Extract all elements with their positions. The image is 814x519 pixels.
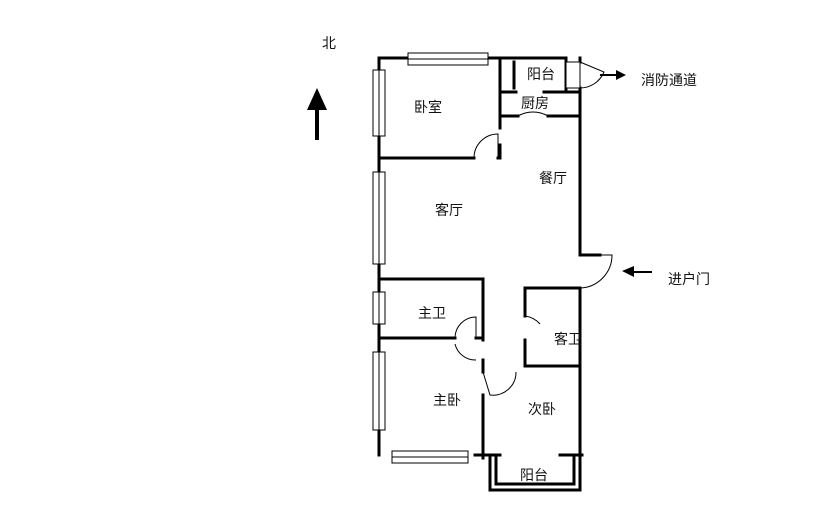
entrance-label: 进户门 — [668, 272, 710, 288]
room-label-kitchen: 厨房 — [521, 96, 549, 112]
room-label-master-bath: 主卫 — [418, 306, 446, 322]
windows — [372, 52, 581, 464]
room-label-guest-bath: 客卫 — [554, 332, 582, 348]
room-label-bedroom: 卧室 — [414, 100, 442, 116]
entrance-arrow-icon — [622, 266, 652, 277]
north-arrow-icon — [307, 88, 327, 140]
walls — [377, 56, 602, 492]
room-label-dining: 餐厅 — [539, 171, 567, 187]
room-label-living: 客厅 — [435, 203, 463, 219]
door-swings — [454, 61, 613, 396]
fire-exit-label: 消防通道 — [641, 73, 697, 89]
room-label-balcony-south: 阳台 — [520, 468, 548, 484]
room-label-balcony-north: 阳台 — [527, 67, 555, 83]
room-label-master-bedroom: 主卧 — [433, 393, 461, 409]
fire-exit-arrow-icon — [600, 70, 626, 80]
north-label: 北 — [322, 36, 336, 52]
room-label-second-bedroom: 次卧 — [528, 402, 556, 418]
